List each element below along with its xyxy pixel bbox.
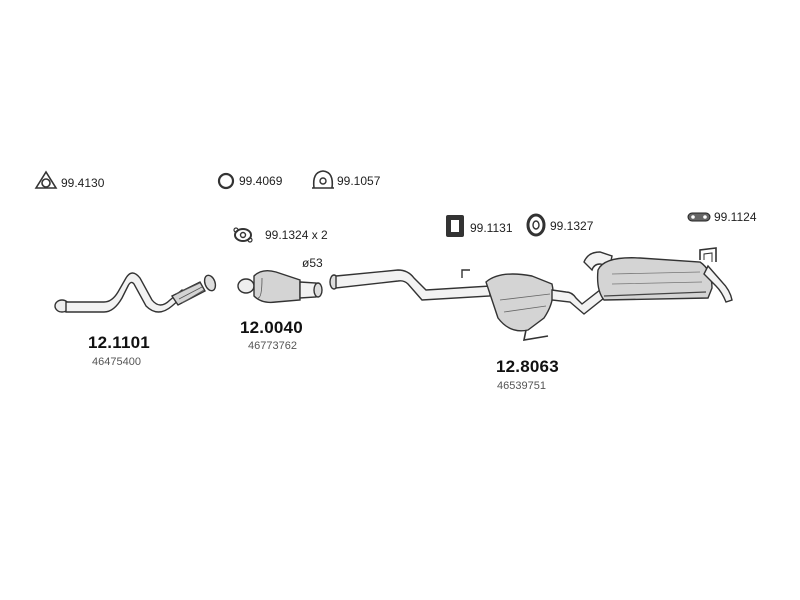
front-pipe-icon — [54, 272, 217, 313]
oem-number-46475400: 46475400 — [92, 356, 141, 368]
ring-gasket-icon — [217, 172, 235, 190]
part-code-99-1327: 99.1327 — [550, 219, 594, 233]
rear-silencer-assembly-icon — [329, 247, 733, 341]
assembly-code-12-8063: 12.8063 — [496, 357, 559, 376]
oem-number-46773762: 46773762 — [248, 340, 297, 352]
part-code-99-1131: 99.1131 — [470, 221, 513, 235]
rubber-hanger-icon — [446, 215, 464, 237]
flange-gasket-icon — [233, 227, 253, 243]
assembly-code-12-0040: 12.0040 — [240, 318, 303, 337]
hanger-ring-icon — [526, 213, 546, 237]
part-code-99-1324: 99.1324 x 2 — [265, 228, 328, 242]
mounting-strip-icon — [687, 212, 711, 222]
triangle-gasket-icon — [34, 170, 58, 189]
assembly-code-12-1101: 12.1101 — [88, 333, 150, 352]
part-code-99-1124: 99.1124 — [714, 210, 757, 224]
part-code-99-4069: 99.4069 — [239, 174, 283, 188]
catalytic-converter-icon — [237, 269, 323, 304]
oem-number-46539751: 46539751 — [497, 380, 546, 392]
diameter-note: ø53 — [302, 256, 323, 270]
part-code-99-1057: 99.1057 — [337, 174, 381, 188]
clamp-icon — [312, 170, 334, 189]
part-code-99-4130: 99.4130 — [61, 176, 105, 190]
